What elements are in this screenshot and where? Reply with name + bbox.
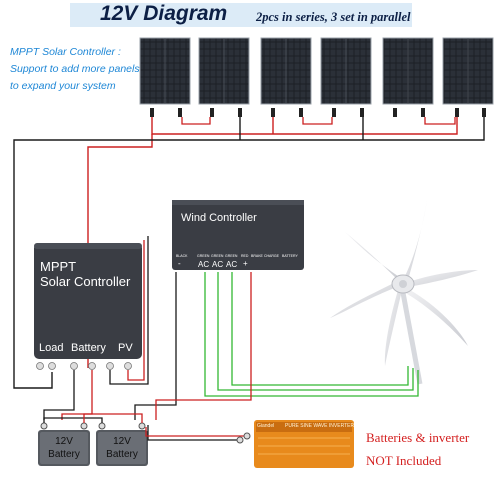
mppt-note-line-3: to expand your system	[10, 80, 116, 92]
wind-ac-wires	[204, 272, 419, 397]
wind-battery-wires	[134, 272, 252, 420]
wind-ac-label-1: AC	[198, 260, 210, 269]
diagram-title: 12V Diagram	[100, 2, 228, 25]
mppt-solar-controller	[34, 243, 142, 359]
solar-panel-6	[442, 37, 494, 105]
battery-1-label: Battery	[48, 449, 80, 460]
mppt-note-line-1: MPPT Solar Controller :	[10, 46, 121, 58]
parallel-bus	[13, 117, 485, 389]
wind-terminal-black: BLACK	[176, 254, 188, 258]
solar-panel-3	[260, 37, 312, 105]
battery-2-label: Battery	[106, 449, 138, 460]
wind-ac-label-3: AC	[226, 260, 238, 269]
disclaimer-line-1: Batteries & inverter	[366, 430, 470, 445]
solar-panel-4	[320, 37, 372, 105]
inverter-label: PURE SINE WAVE INVERTER	[285, 423, 355, 429]
wind-turbine	[330, 200, 478, 385]
title-band	[70, 3, 412, 27]
battery-1	[38, 422, 90, 466]
mppt-port-battery: Battery	[71, 342, 106, 354]
wind-terminal-green-1: GREEN	[197, 254, 210, 258]
wind-controller	[172, 200, 304, 270]
mppt-title-line-1: MPPT	[40, 259, 77, 274]
inverter-brand: Giandel	[257, 423, 275, 429]
series-links	[181, 117, 456, 125]
mppt-title-line-2: Solar Controller	[40, 274, 131, 289]
solar-panel-5	[382, 37, 434, 105]
wind-terminal-red: RED	[241, 254, 249, 258]
panel-connectors	[150, 108, 486, 117]
mppt-battery-wires	[43, 236, 149, 420]
wind-controller-title: Wind Controller	[181, 212, 257, 224]
wind-minus-label: -	[178, 259, 181, 268]
wind-terminal-brake: BRAKE	[251, 254, 263, 258]
wind-terminal-green-3: GREEN	[225, 254, 238, 258]
solar-panel-2	[198, 37, 250, 105]
mppt-note-line-2: Support to add more panels	[10, 63, 140, 75]
mppt-terminals	[36, 362, 132, 370]
wind-terminal-green-2: GREEN	[211, 254, 224, 258]
wind-terminal-battery: BATTERY	[282, 254, 298, 258]
battery-links	[43, 413, 143, 423]
battery-2	[96, 422, 148, 466]
mppt-port-pv: PV	[118, 342, 133, 354]
disclaimer-line-2: NOT Included	[366, 453, 442, 468]
battery-1-voltage: 12V	[55, 436, 73, 447]
wind-plus-label: +	[243, 259, 248, 268]
inverter-wires	[145, 425, 246, 441]
diagram-subtitle: 2pcs in series, 3 set in parallel	[256, 10, 411, 24]
battery-2-voltage: 12V	[113, 436, 131, 447]
wind-ac-label-2: AC	[212, 260, 224, 269]
inverter-terminals	[236, 432, 251, 444]
mppt-port-load: Load	[39, 342, 64, 354]
inverter	[254, 420, 354, 468]
solar-panel-1	[139, 37, 191, 105]
wind-terminal-charge: CHARGE	[264, 254, 279, 258]
